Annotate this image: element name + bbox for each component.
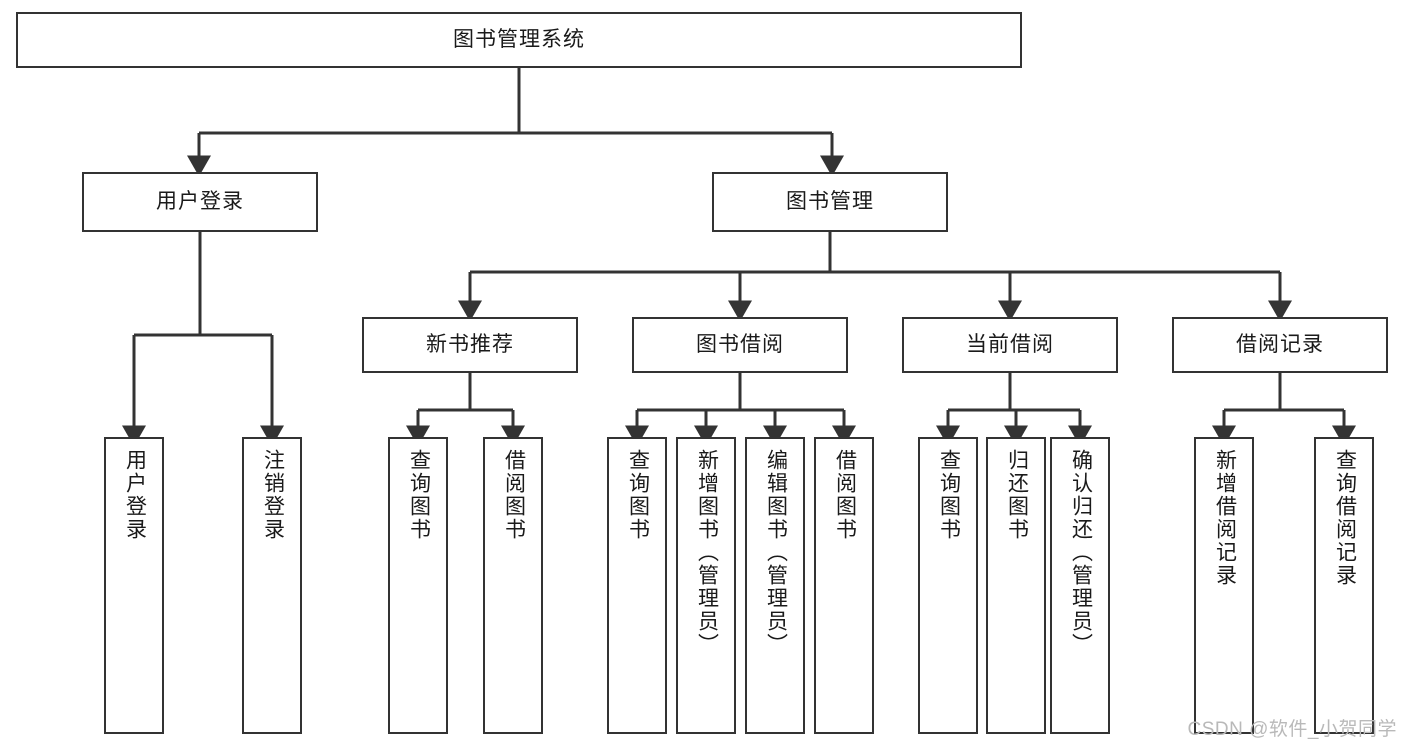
node-label: 查询图书 xyxy=(626,449,650,541)
edge-group-book-mgmt xyxy=(458,232,1292,322)
watermark: CSDN @软件_小贺同学 xyxy=(1187,719,1397,740)
leaf-return-book[interactable]: 归还图书 xyxy=(986,437,1046,734)
leaf-query-book-rec[interactable]: 查询图书 xyxy=(388,437,448,734)
node-root-book-management-system[interactable]: 图书管理系统 xyxy=(16,12,1022,68)
node-label: 新增图书（管理员） xyxy=(695,449,719,656)
node-current-borrow[interactable]: 当前借阅 xyxy=(902,317,1118,373)
node-label: 用户登录 xyxy=(156,190,244,214)
edge-group-current-borrow xyxy=(936,373,1092,447)
leaf-confirm-return-admin[interactable]: 确认归还（管理员） xyxy=(1050,437,1110,734)
node-new-book-recommend[interactable]: 新书推荐 xyxy=(362,317,578,373)
leaf-query-book-borrow[interactable]: 查询图书 xyxy=(607,437,667,734)
node-label: 归还图书 xyxy=(1005,449,1029,541)
leaf-edit-book-admin[interactable]: 编辑图书（管理员） xyxy=(745,437,805,734)
leaf-query-borrow-record[interactable]: 查询借阅记录 xyxy=(1314,437,1374,734)
node-label: 图书管理 xyxy=(786,190,874,214)
node-label: 借阅图书 xyxy=(833,449,857,541)
leaf-borrow-book[interactable]: 借阅图书 xyxy=(814,437,874,734)
leaf-logout[interactable]: 注销登录 xyxy=(242,437,302,734)
node-label: 注销登录 xyxy=(261,449,285,541)
leaf-add-borrow-record[interactable]: 新增借阅记录 xyxy=(1194,437,1254,734)
node-label: 查询借阅记录 xyxy=(1333,449,1357,587)
edge-group-user-login xyxy=(122,232,284,447)
node-label: 新书推荐 xyxy=(426,333,514,357)
node-book-management[interactable]: 图书管理 xyxy=(712,172,948,232)
node-label: 借阅图书 xyxy=(502,449,526,541)
node-label: 用户登录 xyxy=(123,449,147,541)
node-borrow-record[interactable]: 借阅记录 xyxy=(1172,317,1388,373)
node-label: 新增借阅记录 xyxy=(1213,449,1237,587)
node-book-borrow[interactable]: 图书借阅 xyxy=(632,317,848,373)
node-label: 当前借阅 xyxy=(966,333,1054,357)
edge-group-root xyxy=(187,68,844,177)
node-label: 确认归还（管理员） xyxy=(1069,449,1093,656)
node-label: 查询图书 xyxy=(407,449,431,541)
node-label: 借阅记录 xyxy=(1236,333,1324,357)
leaf-query-book-current[interactable]: 查询图书 xyxy=(918,437,978,734)
node-label: 图书借阅 xyxy=(696,333,784,357)
leaf-user-login[interactable]: 用户登录 xyxy=(104,437,164,734)
node-label: 查询图书 xyxy=(937,449,961,541)
leaf-add-book-admin[interactable]: 新增图书（管理员） xyxy=(676,437,736,734)
node-label: 图书管理系统 xyxy=(453,28,585,52)
edge-group-new-book xyxy=(406,373,525,447)
edge-group-borrow-record xyxy=(1212,373,1356,447)
edge-group-borrow xyxy=(625,373,856,447)
leaf-borrow-book-rec[interactable]: 借阅图书 xyxy=(483,437,543,734)
node-label: 编辑图书（管理员） xyxy=(764,449,788,656)
node-user-login[interactable]: 用户登录 xyxy=(82,172,318,232)
